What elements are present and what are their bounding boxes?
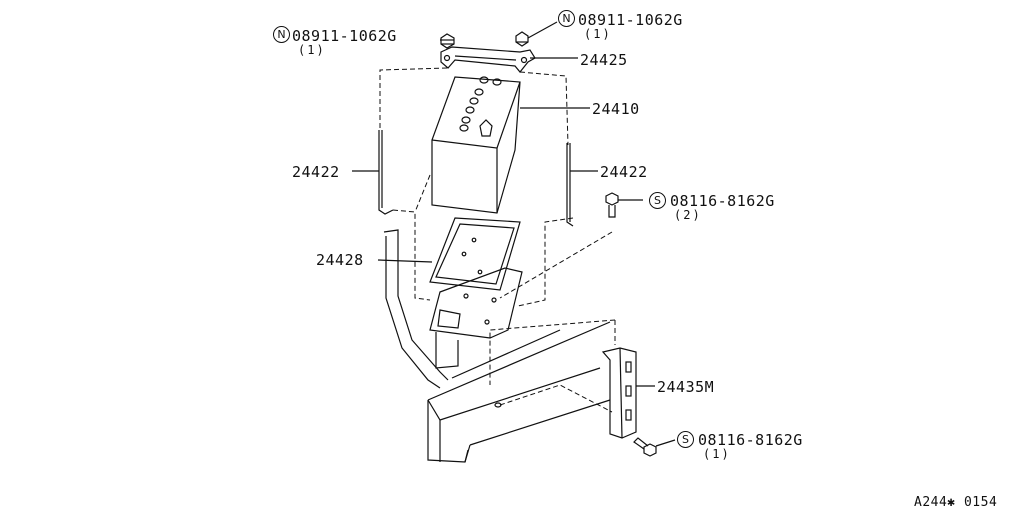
nut-top-left-drawing — [440, 33, 455, 49]
battery-tray-drawing — [429, 217, 521, 291]
battery-drawing — [431, 76, 521, 214]
label-bolt-bottom: 08116-8162G — [698, 431, 803, 449]
nut-symbol-badge: N — [273, 26, 290, 43]
label-rod-right: 24422 — [600, 163, 648, 181]
battery-caps — [459, 76, 502, 137]
rod-right-drawing — [566, 143, 574, 227]
label-battery: 24410 — [592, 100, 640, 118]
leader-lines — [352, 21, 676, 447]
label-tray: 24428 — [316, 251, 364, 269]
qty-bolt-bottom: (1) — [703, 447, 731, 461]
bolt-right-drawing — [605, 192, 619, 218]
battery-frame-drawing — [440, 46, 536, 73]
bracket-drawing — [601, 347, 637, 439]
label-nut-top-left: 08911-1062G — [292, 27, 397, 45]
chassis-drawing — [427, 321, 611, 463]
label-frame: 24425 — [580, 51, 628, 69]
rod-left-drawing — [378, 130, 394, 215]
qty-nut-top-left: (1) — [298, 43, 326, 57]
bolt-symbol-badge: S — [677, 431, 694, 448]
label-rod-left: 24422 — [292, 163, 340, 181]
figure-code: A244✱ 0154 — [914, 495, 998, 510]
qty-bolt-right: (2) — [674, 208, 702, 222]
label-bracket: 24435M — [657, 378, 715, 396]
nut-top-right-drawing — [515, 31, 529, 47]
bolt-symbol-badge: S — [649, 192, 666, 209]
bolt-bottom-drawing — [633, 437, 657, 457]
label-nut-top-right: 08911-1062G — [578, 11, 683, 29]
mount-plate-drawing — [429, 267, 523, 339]
label-bolt-right: 08116-8162G — [670, 192, 775, 210]
nut-symbol-badge: N — [558, 10, 575, 27]
qty-nut-top-right: (1) — [584, 27, 612, 41]
